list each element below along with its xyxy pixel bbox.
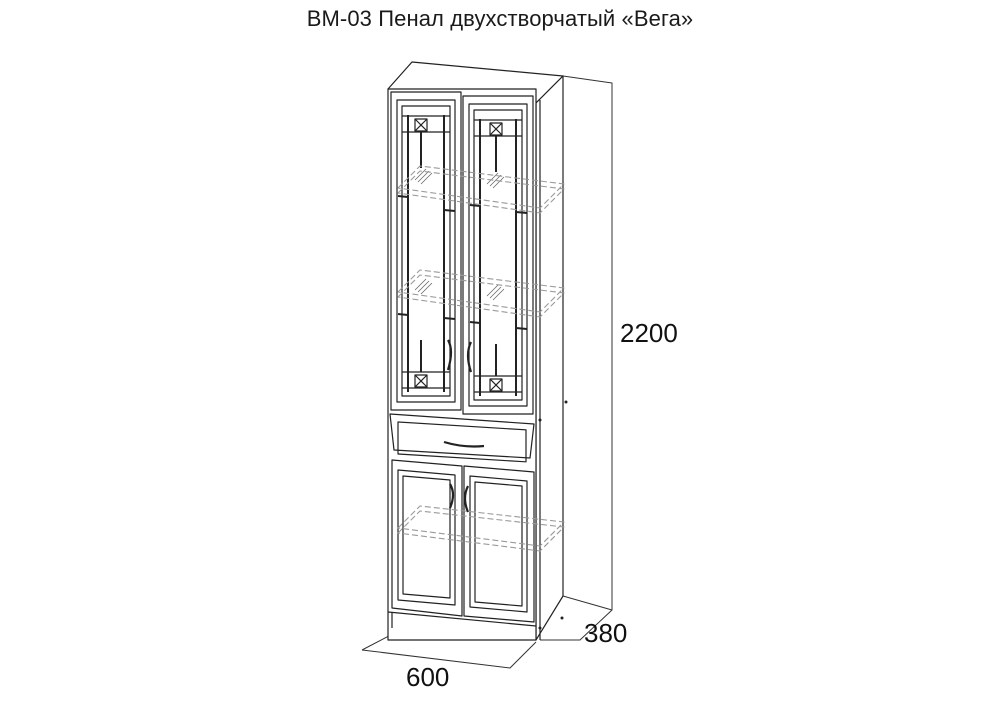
dimension-width-label: 600: [406, 662, 450, 692]
dimension-height-label: 2200: [620, 318, 678, 348]
hinge-dots: [538, 400, 568, 630]
cabinet-side: [535, 75, 564, 641]
lower-door-right: [463, 465, 535, 623]
drawer-front: [389, 413, 535, 463]
plinth: [387, 611, 537, 628]
lower-door-left: [391, 459, 463, 617]
dashed-shelves: [397, 165, 565, 552]
dimension-depth-label: 380: [584, 618, 628, 648]
upper-door-right: [462, 95, 534, 415]
upper-door-left: [390, 91, 462, 411]
drawing-title: ВМ-03 Пенал двухстворчатый «Вега»: [306, 6, 694, 31]
